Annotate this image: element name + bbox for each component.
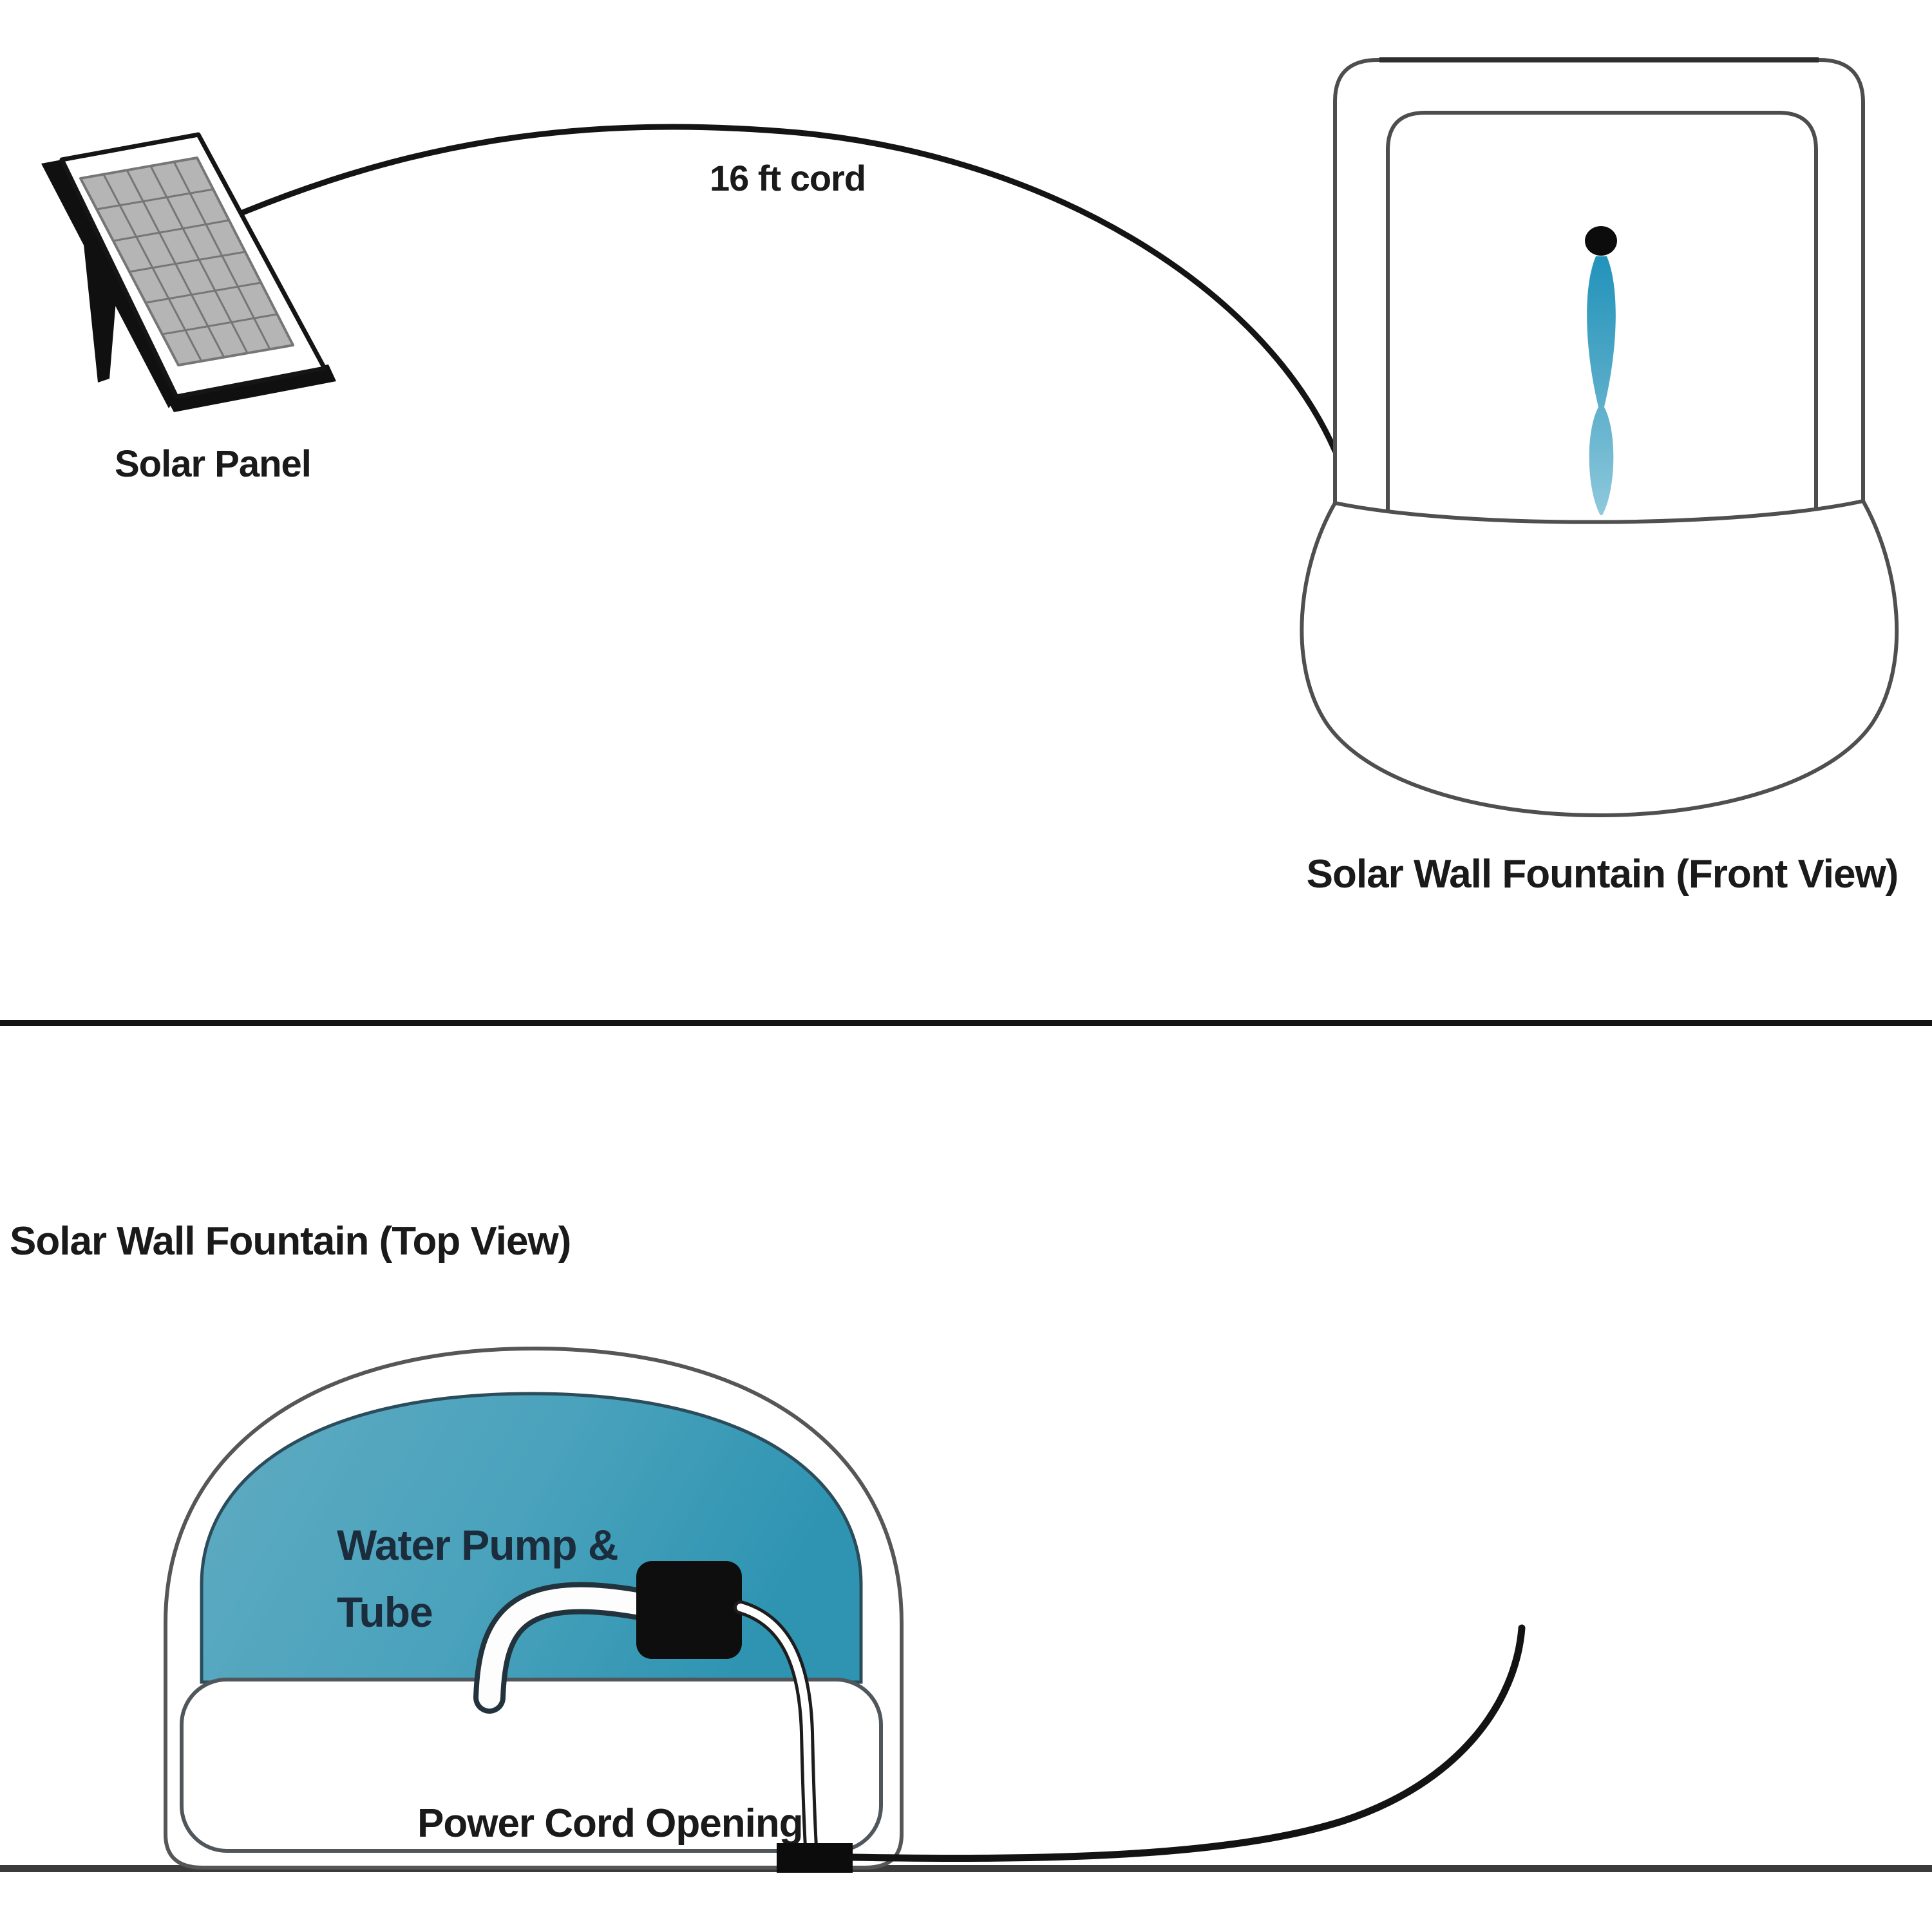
- water-pump-label-line2: Tube: [337, 1588, 433, 1636]
- water-stream: [1587, 256, 1616, 515]
- solar-panel-label: Solar Panel: [115, 443, 311, 485]
- water-pump: [636, 1561, 742, 1659]
- fountain-basin: [1300, 498, 1899, 818]
- spout-icon: [1585, 226, 1617, 256]
- solar-panel-illustration: [41, 132, 336, 412]
- solar-panel-cell-grid: [96, 161, 278, 362]
- fountain-front-rim: [180, 1678, 883, 1853]
- top-view-label: Solar Wall Fountain (Top View): [10, 1219, 571, 1264]
- water-tube: [478, 1587, 647, 1709]
- ground-line: [0, 1865, 1932, 1872]
- fountain-top-view: Water Pump & Tube Power Cord Opening: [164, 1346, 904, 1873]
- water-pump-label-line1: Water Pump &: [337, 1521, 618, 1569]
- power-cord-opening-tab: [777, 1843, 853, 1873]
- panel-to-fountain-cord-line: [236, 124, 1338, 454]
- front-view-label: Solar Wall Fountain (Front View): [1307, 852, 1899, 896]
- power-cord-opening-label: Power Cord Opening: [417, 1801, 803, 1846]
- fountain-front-view: [1300, 57, 1899, 818]
- pump-cord: [737, 1604, 815, 1851]
- section-divider-line: [0, 1020, 1932, 1026]
- solar-panel-kickstand: [82, 232, 120, 383]
- cord-length-label: 16 ft cord: [710, 158, 866, 198]
- exit-power-cord-line: [849, 1624, 1526, 1862]
